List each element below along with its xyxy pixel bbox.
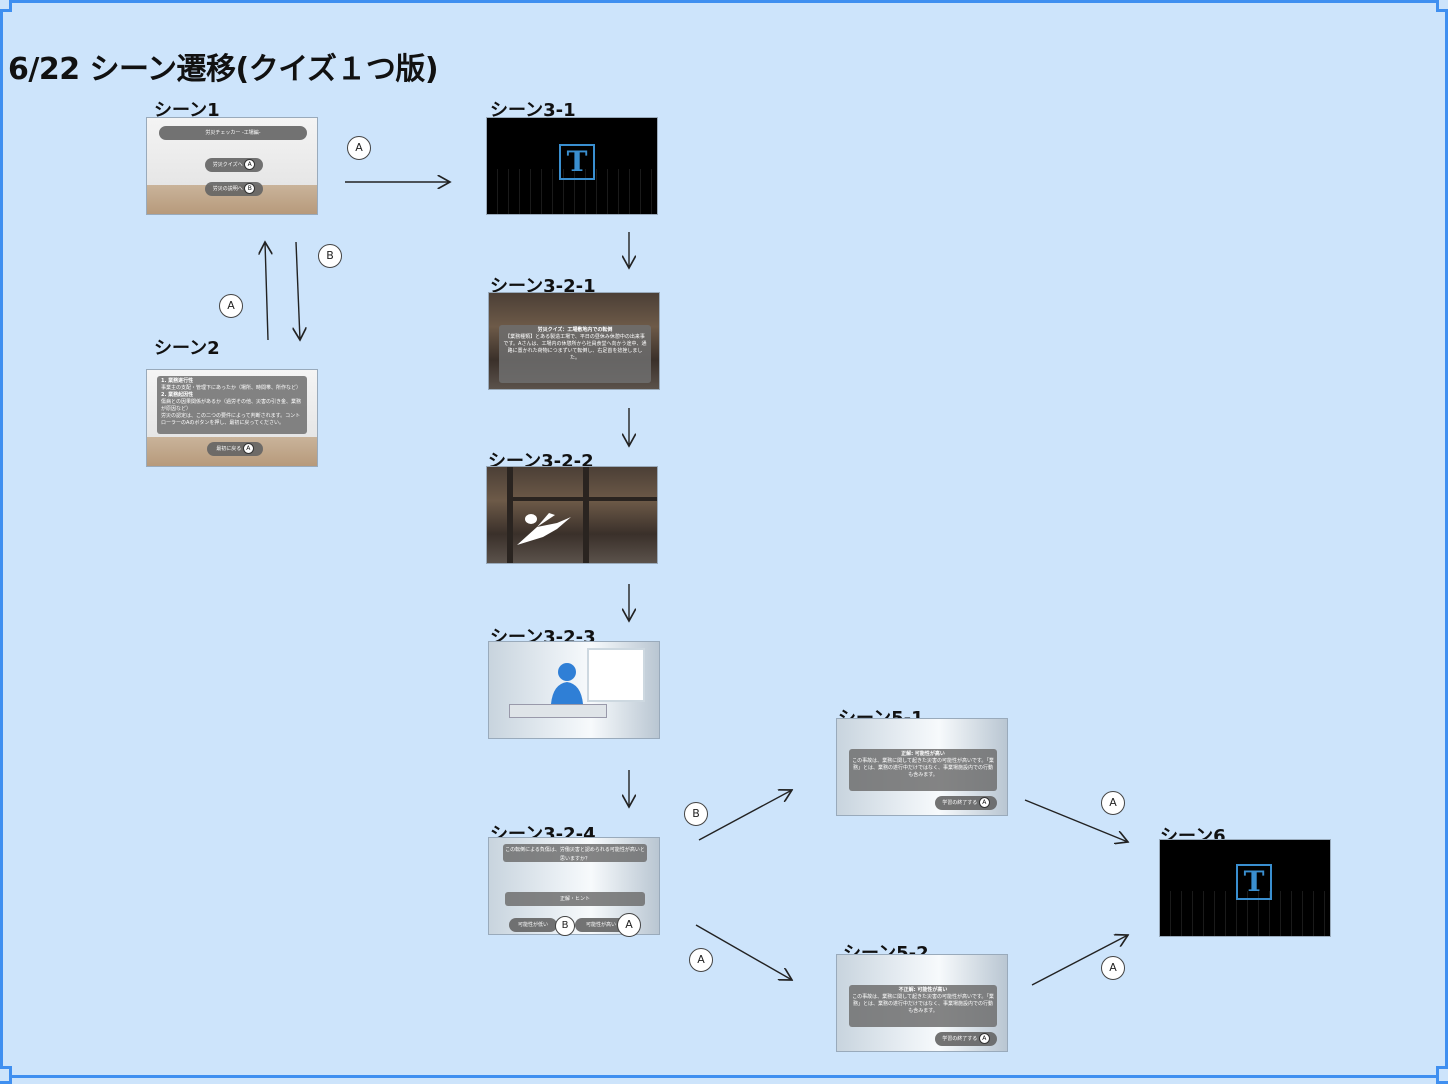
- scene3-2-1-quiz-panel: 労災クイズ：工場敷地内での転倒 【業務種類】とある製造工場で、平日の昼休み休憩中…: [499, 325, 651, 383]
- scene3-2-4-a-badge: A: [617, 913, 641, 937]
- badge-s324-to-s52: A: [689, 948, 713, 972]
- hospital-window: [587, 648, 645, 702]
- falling-person-icon: [517, 513, 571, 545]
- scene3-2-4-high-button: 可能性が高い: [575, 918, 627, 932]
- arrow-s324-to-s52: [695, 924, 792, 980]
- scene1-label: シーン1: [154, 100, 220, 121]
- scene5-2-thumbnail[interactable]: 不正解: 可能性が高い この事故は、業務に関して起きた災害の可能性が高いです。「…: [836, 954, 1008, 1052]
- arrow-s324-to-s51: [698, 790, 792, 841]
- shelf-right: [583, 467, 589, 563]
- hospital-bed: [509, 704, 607, 718]
- text-object-icon: T: [1236, 864, 1272, 900]
- scene1-quiz-button: 労災クイズへ A: [205, 158, 263, 172]
- resize-handle-top-right[interactable]: [1436, 0, 1448, 12]
- scene1-header: 労災チェッカー -工場編-: [159, 126, 307, 140]
- scene5-1-end-button: 学習の終了する A: [935, 796, 997, 810]
- arrow-s2-to-s1: [265, 242, 268, 341]
- resize-handle-top-left[interactable]: [0, 0, 12, 12]
- badge-s1-to-s2: B: [318, 244, 342, 268]
- badge-s2-to-s1: A: [219, 294, 243, 318]
- scene3-2-2-thumbnail[interactable]: [486, 466, 658, 564]
- scene3-2-1-label: シーン3-2-1: [490, 276, 596, 297]
- badge-s324-to-s51: B: [684, 802, 708, 826]
- scene1-explain-button: 労災の説明へ B: [205, 182, 263, 196]
- scene5-2-end-button: 学習の終了する A: [935, 1032, 997, 1046]
- shelf-left: [507, 467, 513, 563]
- scene5-1-result-panel: 正解: 可能性が高い この事故は、業務に関して起きた災害の可能性が高いです。「業…: [849, 749, 997, 791]
- doctor-icon: [551, 663, 583, 704]
- scene3-2-4-low-button: 可能性が低い: [509, 918, 557, 932]
- scene2-thumbnail[interactable]: 1. 業務遂行性 事業主の支配・管理下にあったか（場所、時間帯、所作など） 2.…: [146, 369, 318, 467]
- shelf-bar: [507, 497, 657, 501]
- badge-s52-to-s6: A: [1101, 956, 1125, 980]
- badge-s51-to-s6: A: [1101, 791, 1125, 815]
- scene1-thumbnail[interactable]: 労災チェッカー -工場編- 労災クイズへ A 労災の説明へ B: [146, 117, 318, 215]
- scene5-2-result-panel: 不正解: 可能性が高い この事故は、業務に関して起きた災害の可能性が高いです。「…: [849, 985, 997, 1027]
- scene3-2-1-thumbnail[interactable]: 労災クイズ：工場敷地内での転倒 【業務種類】とある製造工場で、平日の昼休み休憩中…: [488, 292, 660, 390]
- scene3-1-thumbnail[interactable]: T: [486, 117, 658, 215]
- scene3-2-4-b-badge: B: [555, 916, 575, 936]
- arrow-s51-to-s6: [1024, 799, 1128, 842]
- scene6-thumbnail[interactable]: T: [1159, 839, 1331, 937]
- scene2-panel: 1. 業務遂行性 事業主の支配・管理下にあったか（場所、時間帯、所作など） 2.…: [157, 376, 307, 434]
- text-object-icon: T: [559, 144, 595, 180]
- arrow-s1-to-s2: [296, 241, 300, 340]
- scene3-2-4-hint: 正解・ヒント: [505, 892, 645, 906]
- scene5-1-thumbnail[interactable]: 正解: 可能性が高い この事故は、業務に関して起きた災害の可能性が高いです。「業…: [836, 718, 1008, 816]
- page-title: 6/22 シーン遷移(クイズ１つ版): [8, 52, 439, 87]
- arrow-s52-to-s6: [1031, 935, 1128, 986]
- scene2-back-button: 最初に戻る A: [207, 442, 263, 456]
- scene3-1-label: シーン3-1: [490, 100, 576, 121]
- scene3-2-4-question: この転倒による負傷は、労働災害と認められる可能性が高いと思いますか？: [503, 844, 647, 862]
- badge-s1-to-s31: A: [347, 136, 371, 160]
- scene2-label: シーン2: [154, 338, 220, 359]
- scene3-2-3-thumbnail[interactable]: [488, 641, 660, 739]
- scene3-1-grid: [487, 169, 657, 214]
